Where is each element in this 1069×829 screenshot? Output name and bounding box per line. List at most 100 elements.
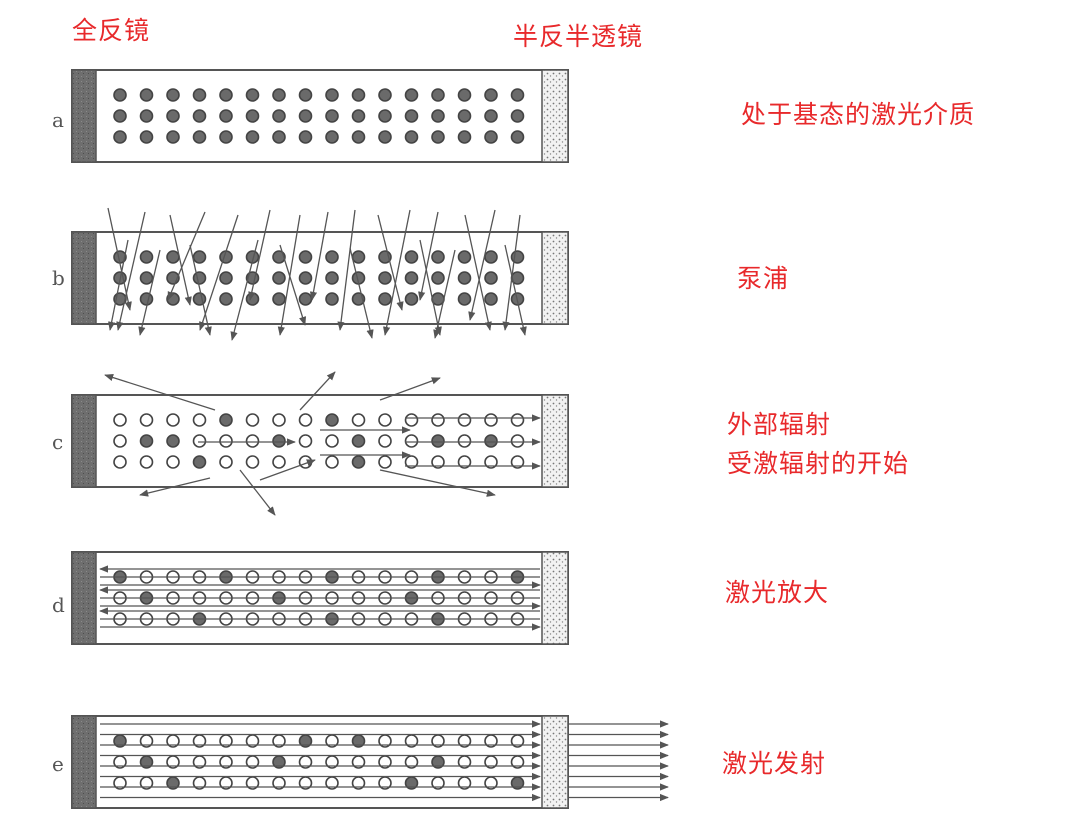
atom-c-0-0 [113, 413, 127, 427]
atom-b-1-12 [431, 271, 445, 285]
atom-a-2-4 [219, 130, 233, 144]
pump-arrow-2 [169, 214, 192, 306]
atom-c-1-6 [272, 434, 286, 448]
atom-c-0-5 [245, 413, 260, 427]
atom-b-2-8 [325, 292, 339, 306]
atom-c-0-10 [378, 413, 392, 427]
atom-b-0-1 [139, 250, 154, 264]
atom-b-2-13 [457, 292, 472, 306]
pump-arrow-21 [433, 249, 456, 339]
full-mirror-b [71, 231, 97, 325]
half-mirror-d [541, 551, 569, 645]
atom-a-0-13 [457, 88, 472, 102]
spontaneous-arrow-3 [239, 469, 276, 516]
atom-a-0-11 [404, 88, 419, 102]
atom-c-1-3 [192, 434, 207, 448]
atom-a-0-10 [378, 88, 392, 102]
atom-a-2-5 [245, 130, 260, 144]
atom-c-1-0 [113, 434, 127, 448]
pump-arrow-16 [108, 239, 129, 331]
atom-a-2-1 [139, 130, 154, 144]
atom-b-1-14 [484, 271, 498, 285]
atom-c-1-5 [245, 434, 260, 448]
atom-c-1-1 [139, 434, 154, 448]
atom-c-1-15 [510, 434, 525, 448]
atom-b-1-7 [298, 271, 313, 285]
atom-c-2-2 [166, 455, 180, 469]
atom-a-0-1 [139, 88, 154, 102]
atom-c-0-4 [219, 413, 233, 427]
atom-c-2-11 [404, 455, 419, 469]
half-mirror-b [541, 231, 569, 325]
atom-b-0-3 [192, 250, 207, 264]
atom-a-2-8 [325, 130, 339, 144]
atom-a-2-13 [457, 130, 472, 144]
pump-arrow-7 [309, 211, 329, 301]
atom-b-2-3 [192, 292, 207, 306]
atom-a-2-2 [166, 130, 180, 144]
atom-c-2-4 [219, 455, 233, 469]
atom-a-2-10 [378, 130, 392, 144]
atom-a-0-4 [219, 88, 233, 102]
atom-a-0-8 [325, 88, 339, 102]
atom-a-1-10 [378, 109, 392, 123]
atom-a-0-7 [298, 88, 313, 102]
pump-arrow-3 [167, 211, 206, 301]
atom-a-1-0 [113, 109, 127, 123]
full-mirror-d [71, 551, 97, 645]
pump-arrow-1 [116, 211, 146, 331]
atom-a-2-6 [272, 130, 286, 144]
atom-b-2-14 [484, 292, 498, 306]
atom-a-0-12 [431, 88, 445, 102]
atom-c-0-3 [192, 413, 207, 427]
atom-a-1-6 [272, 109, 286, 123]
atom-b-1-1 [139, 271, 154, 285]
atom-a-0-3 [192, 88, 207, 102]
atom-a-0-15 [510, 88, 525, 102]
atom-b-2-5 [245, 292, 260, 306]
atom-c-0-1 [139, 413, 154, 427]
stage-a-letter: a [52, 108, 64, 132]
atom-c-0-8 [325, 413, 339, 427]
pump-arrow-4 [199, 214, 239, 331]
atom-b-0-2 [166, 250, 180, 264]
atom-c-0-7 [298, 413, 313, 427]
atom-a-2-11 [404, 130, 419, 144]
atom-b-1-3 [192, 271, 207, 285]
atom-a-1-3 [192, 109, 207, 123]
atom-c-0-13 [457, 413, 472, 427]
atom-b-2-10 [378, 292, 392, 306]
atom-c-0-14 [484, 413, 498, 427]
atom-c-2-5 [245, 455, 260, 469]
atom-c-1-7 [298, 434, 313, 448]
atom-a-0-14 [484, 88, 498, 102]
full-mirror-title: 全反镜 [72, 16, 151, 45]
half-mirror-e [541, 715, 569, 809]
atom-b-2-11 [404, 292, 419, 306]
atom-c-0-12 [431, 413, 445, 427]
atom-c-1-14 [484, 434, 498, 448]
atom-b-0-9 [351, 250, 366, 264]
pump-arrow-13 [468, 209, 496, 321]
atom-c-2-6 [272, 455, 286, 469]
atom-b-2-7 [298, 292, 313, 306]
atom-a-2-9 [351, 130, 366, 144]
pump-arrow-12 [464, 214, 492, 331]
pump-arrow-17 [189, 244, 212, 336]
full-mirror-a [71, 69, 97, 163]
atom-a-1-9 [351, 109, 366, 123]
atom-a-1-11 [404, 109, 419, 123]
pump-arrow-23 [138, 249, 161, 336]
atom-b-0-8 [325, 250, 339, 264]
atom-b-0-14 [484, 250, 498, 264]
atom-a-2-12 [431, 130, 445, 144]
atom-b-2-6 [272, 292, 286, 306]
atom-a-1-1 [139, 109, 154, 123]
stage-e-letter: e [52, 752, 64, 776]
stage-d-label: 激光放大 [725, 578, 830, 607]
half-mirror-a [541, 69, 569, 163]
atom-b-0-15 [510, 250, 525, 264]
pump-arrow-10 [383, 209, 411, 336]
spontaneous-arrow-5 [379, 469, 496, 497]
